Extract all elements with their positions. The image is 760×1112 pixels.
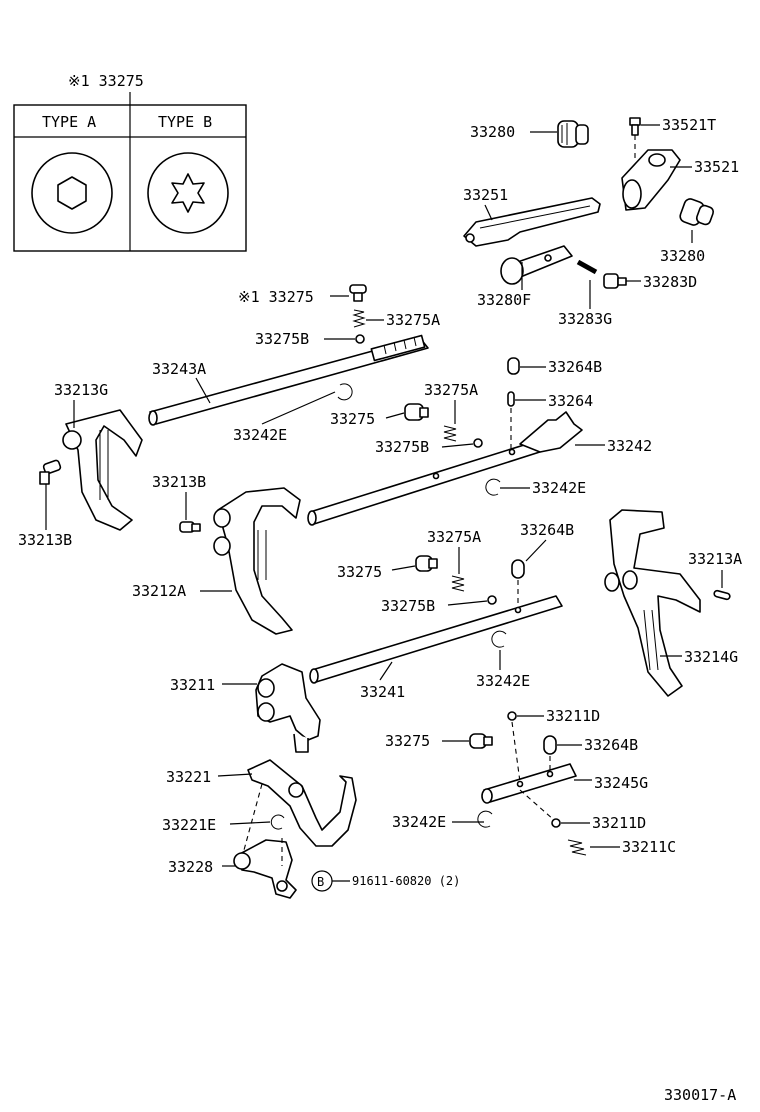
label-33211: 33211	[170, 676, 215, 694]
label-33275A-top: 33275A	[386, 311, 440, 329]
label-33283D: 33283D	[643, 273, 697, 291]
callout-b-letter: B	[317, 875, 324, 889]
label-33211D-a: 33211D	[546, 707, 600, 725]
ball-33275B-top	[355, 334, 365, 344]
ball-33275B-mid	[473, 438, 483, 448]
spring-33275A-top	[352, 309, 366, 328]
diagram-code: 330017-A	[664, 1086, 736, 1104]
label-33242E-d: 33242E	[392, 813, 446, 831]
label-33264B-a: 33264B	[548, 358, 602, 376]
label-33280-top: 33280	[470, 123, 515, 141]
label-33275A-mid: 33275A	[424, 381, 478, 399]
plug-33275-low	[415, 555, 438, 572]
label-bolt-ref: 91611-60820 (2)	[352, 874, 460, 888]
plug-33280-top	[557, 120, 589, 148]
spring-33211C	[567, 839, 587, 856]
label-33251: 33251	[463, 186, 508, 204]
label-33521T: 33521T	[662, 116, 716, 134]
shaft-33242	[307, 411, 583, 526]
label-33275-bot: 33275	[385, 732, 430, 750]
legend-type-a-label: TYPE A	[42, 113, 96, 131]
label-33283G: 33283G	[558, 310, 612, 328]
label-33213B: 33213B	[152, 473, 206, 491]
label-33242E-c: 33242E	[476, 672, 530, 690]
label-33242E-b: 33242E	[532, 479, 586, 497]
ball-33211D-a	[507, 711, 517, 721]
shaft-33241	[309, 595, 563, 684]
label-33213A: 33213A	[688, 550, 742, 568]
pin-33264B-b	[511, 559, 525, 579]
label-33275B-mid: 33275B	[375, 438, 429, 456]
label-33264: 33264	[548, 392, 593, 410]
legend-type-b-label: TYPE B	[158, 113, 212, 131]
label-33221E: 33221E	[162, 816, 216, 834]
spring-33275A-low	[451, 575, 465, 592]
clip-33242E-c	[491, 630, 507, 648]
clip-33242E-b	[485, 478, 501, 496]
label-33221: 33221	[166, 768, 211, 786]
label-33264B-b: 33264B	[520, 521, 574, 539]
label-33213G: 33213G	[54, 381, 108, 399]
bolt-callout: B 91611-60820 (2)	[311, 870, 460, 892]
fork-33213G	[62, 409, 143, 531]
label-33211C: 33211C	[622, 838, 676, 856]
plug-33280-right	[679, 198, 715, 226]
label-33275-mid: 33275	[330, 410, 375, 428]
pin-33264B-c	[543, 735, 557, 755]
label-33275-ref: ※1 33275	[238, 288, 314, 306]
pin-33283G	[576, 259, 598, 275]
plug-33275-bot	[469, 733, 493, 749]
label-33280F: 33280F	[477, 291, 531, 309]
label-33214G: 33214G	[684, 648, 738, 666]
label-33521: 33521	[694, 158, 739, 176]
clip-33242E-d	[477, 810, 493, 828]
plug-33275-mid	[404, 403, 429, 421]
pin-33264	[507, 391, 515, 407]
pin-33213A	[713, 589, 731, 601]
bolt-33213B-center	[179, 521, 201, 533]
label-33245G: 33245G	[594, 774, 648, 792]
label-33275A-low: 33275A	[427, 528, 481, 546]
label-33243A: 33243A	[152, 360, 206, 378]
label-33213B-bottom: 33213B	[18, 531, 72, 549]
ball-33275B-low	[487, 595, 497, 605]
lever-33228	[233, 839, 297, 899]
bolt-33521T	[629, 117, 641, 136]
plunger-33280F	[500, 245, 573, 285]
fork-33212A	[213, 487, 301, 635]
shaft-33243A	[148, 334, 429, 426]
lever-33211	[255, 663, 321, 753]
bolt-33283D	[603, 273, 627, 289]
shift-head-33251	[463, 197, 601, 247]
label-33212A: 33212A	[132, 582, 186, 600]
label-33242: 33242	[607, 437, 652, 455]
bolt-33213B-left	[39, 459, 62, 485]
legend-title: ※1 33275	[68, 72, 144, 90]
hex-socket-plug-icon	[31, 152, 113, 234]
fork-33221	[247, 759, 357, 847]
label-33275-low: 33275	[337, 563, 382, 581]
fork-33214G	[604, 509, 701, 697]
lever-33521	[621, 149, 681, 211]
label-33241: 33241	[360, 683, 405, 701]
label-33211D-b: 33211D	[592, 814, 646, 832]
pin-33264B-a	[507, 357, 520, 375]
type-legend: ※1 33275 TYPE A TYPE B	[13, 72, 247, 252]
label-33280-right: 33280	[660, 247, 705, 265]
label-33275B-low: 33275B	[381, 597, 435, 615]
ball-33211D-b	[551, 818, 561, 828]
clip-33242E-a	[337, 383, 353, 401]
label-33264B-c: 33264B	[584, 736, 638, 754]
plug-33275-ref	[349, 284, 367, 302]
clip-33221E	[270, 814, 285, 830]
label-33228: 33228	[168, 858, 213, 876]
label-33242E-a: 33242E	[233, 426, 287, 444]
spring-33275A-mid	[443, 425, 457, 442]
shaft-33245G	[481, 763, 577, 804]
torx-socket-plug-icon	[147, 152, 229, 234]
label-33275B-top: 33275B	[255, 330, 309, 348]
